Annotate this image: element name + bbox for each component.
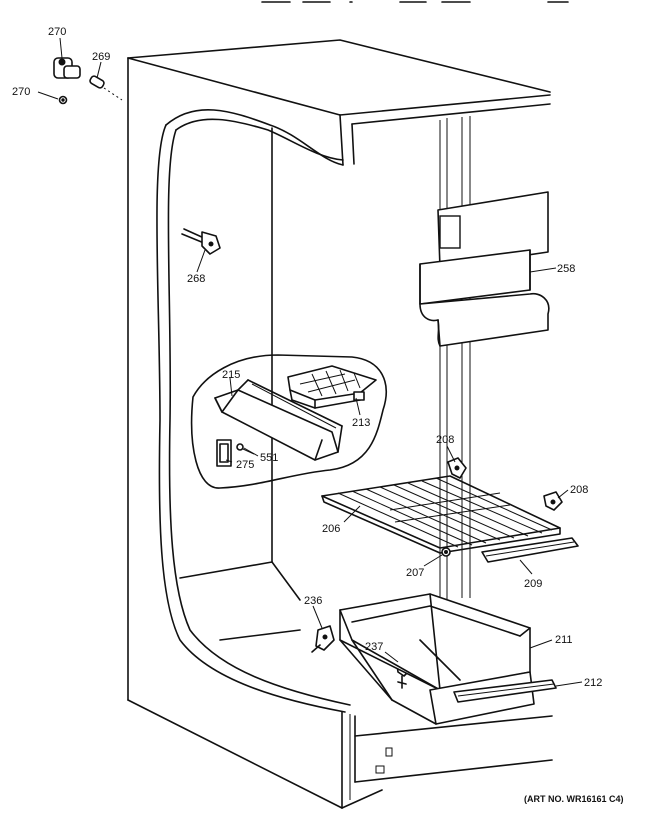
part-236-bracket [311, 625, 335, 653]
label-268: 268 [187, 273, 205, 285]
part-209-shelf-trim [481, 537, 579, 563]
label-207: 207 [406, 567, 424, 579]
label-270-top: 270 [48, 26, 66, 38]
part-206-wire-shelf [321, 475, 561, 554]
art-number: (ART NO. WR16161 C4) [524, 794, 624, 804]
label-208-right: 208 [570, 484, 588, 496]
label-211: 211 [555, 634, 573, 646]
part-215-ice-bin [214, 379, 343, 461]
part-270-nut [58, 95, 68, 105]
label-551: 551 [260, 452, 278, 464]
label-237: 237 [365, 641, 383, 653]
label-206: 206 [322, 523, 340, 535]
label-209: 209 [524, 578, 542, 590]
part-213-ice-tray [287, 365, 377, 409]
label-236: 236 [304, 595, 322, 607]
part-211-pan [339, 593, 535, 725]
cabinet-outline [127, 39, 553, 809]
part-269-tube [89, 75, 123, 101]
label-270-left: 270 [12, 86, 30, 98]
part-212-pan-trim [453, 679, 557, 703]
part-labels: 270 269 270 268 215 213 551 275 258 208 … [12, 26, 602, 689]
part-208-clip-right [543, 491, 563, 511]
part-551-screw [236, 443, 255, 455]
part-268-clip [181, 228, 221, 255]
ice-bin-callout-outline [190, 354, 387, 489]
part-270-fitting [53, 57, 81, 79]
label-269: 269 [92, 51, 110, 63]
label-213: 213 [352, 417, 370, 429]
part-208-clip-left [447, 457, 467, 479]
part-258-cover [419, 191, 550, 347]
leader-lines [37, 37, 583, 687]
label-258: 258 [557, 263, 575, 275]
part-207-stop [441, 547, 451, 557]
label-212: 212 [584, 677, 602, 689]
label-208-left: 208 [436, 434, 454, 446]
part-275-bracket [216, 439, 232, 467]
label-215: 215 [222, 369, 240, 381]
label-275: 275 [236, 459, 254, 471]
